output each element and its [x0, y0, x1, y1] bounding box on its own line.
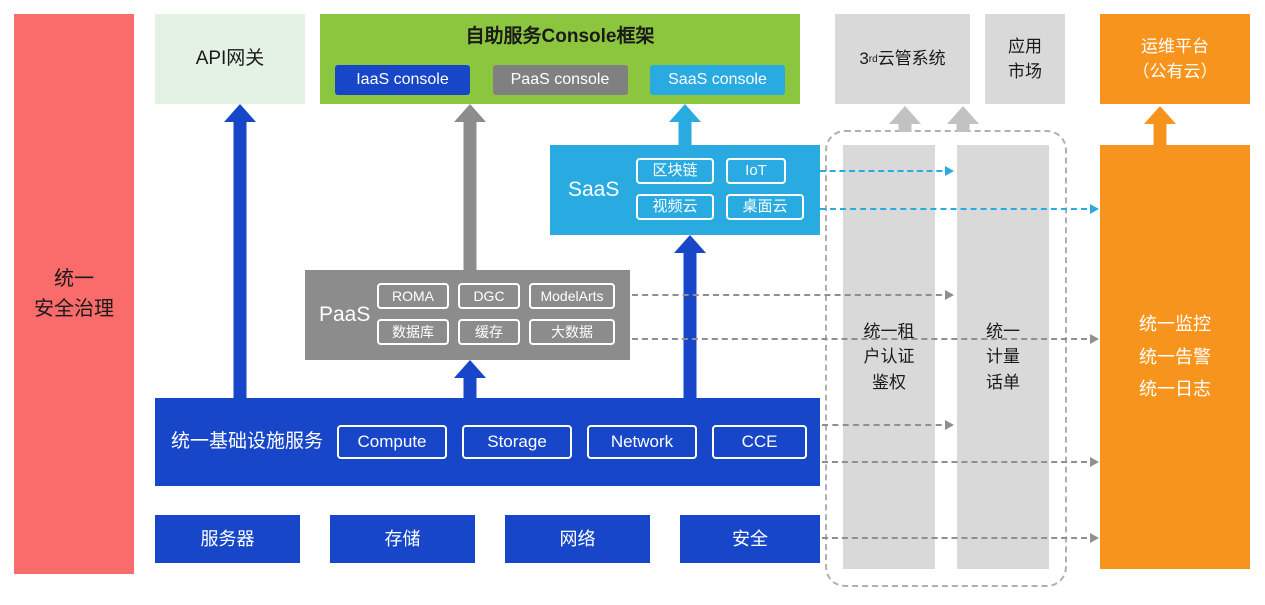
infra-service-compute: Compute — [337, 425, 448, 459]
network-box: 网络 — [505, 515, 650, 563]
cloud-mgmt-prefix: 3 — [859, 49, 869, 69]
infra-service-cce: CCE — [712, 425, 808, 459]
arrow-saas-to-console — [668, 104, 702, 145]
paas-service-grid: ROMA DGC ModelArts 数据库 缓存 大数据 — [377, 283, 615, 345]
paas-row-1: ROMA DGC ModelArts — [377, 283, 615, 309]
console-frame-title: 自助服务Console框架 — [465, 26, 655, 47]
paas-service-cache: 缓存 — [458, 319, 520, 345]
dashed-arrow-paas-to-auth — [632, 290, 954, 300]
paas-box: PaaS ROMA DGC ModelArts 数据库 缓存 大数据 — [305, 270, 630, 360]
cloud-mgmt-sup: rd — [868, 53, 878, 65]
saas-row-1: 区块链 IoT — [636, 158, 804, 184]
cloud-mgmt-suffix: 云管系统 — [877, 49, 946, 69]
arrow-infra-to-paas — [453, 360, 487, 398]
arrow-infra-to-saas — [673, 235, 707, 398]
paas-service-dgc: DGC — [458, 283, 520, 309]
storage-box: 存储 — [330, 515, 475, 563]
saas-service-iot: IoT — [726, 158, 786, 184]
paas-console-button: PaaS console — [492, 65, 628, 95]
dashed-arrow-security-to-monitoring — [822, 533, 1099, 543]
integration-dashed-frame — [825, 130, 1067, 587]
saas-label: SaaS — [568, 178, 620, 202]
arrow-auth-to-cloud-mgmt — [888, 106, 922, 132]
paas-row-2: 数据库 缓存 大数据 — [377, 319, 615, 345]
saas-console-button: SaaS console — [650, 65, 785, 95]
infrastructure-box: 统一基础设施服务 Compute Storage Network CCE — [155, 398, 820, 486]
console-chip-row: IaaS console PaaS console SaaS console — [335, 65, 785, 95]
security-governance-bar: 统一 安全治理 — [14, 14, 134, 574]
paas-service-roma: ROMA — [377, 283, 449, 309]
monitoring-alarm-log-bar: 统一监控 统一告警 统一日志 — [1100, 145, 1250, 569]
saas-service-blockchain: 区块链 — [636, 158, 714, 184]
iaas-console-button: IaaS console — [335, 65, 470, 95]
console-frame-box: 自助服务Console框架 IaaS console PaaS console … — [320, 14, 800, 104]
arrow-infra-to-api-gateway — [223, 104, 257, 398]
arrow-paas-to-console — [453, 104, 487, 270]
arrow-metering-to-cloud-mgmt — [946, 106, 980, 132]
saas-box: SaaS 区块链 IoT 视频云 桌面云 — [550, 145, 820, 235]
infrastructure-label: 统一基础设施服务 — [171, 430, 324, 452]
paas-service-modelarts: ModelArts — [529, 283, 615, 309]
saas-row-2: 视频云 桌面云 — [636, 194, 804, 220]
saas-service-desktop-cloud: 桌面云 — [726, 194, 804, 220]
security-box: 安全 — [680, 515, 820, 563]
infra-service-storage: Storage — [462, 425, 573, 459]
saas-service-grid: 区块链 IoT 视频云 桌面云 — [636, 158, 804, 220]
infra-service-network: Network — [587, 425, 698, 459]
dashed-arrow-paas-to-monitoring — [632, 334, 1099, 344]
arrow-monitoring-to-ops-platform — [1143, 106, 1177, 145]
paas-service-bigdata: 大数据 — [529, 319, 615, 345]
paas-label: PaaS — [319, 303, 371, 327]
infrastructure-service-row: Compute Storage Network CCE — [337, 425, 808, 459]
app-market-box: 应用 市场 — [985, 14, 1065, 104]
ops-platform-box: 运维平台 （公有云） — [1100, 14, 1250, 104]
saas-service-video-cloud: 视频云 — [636, 194, 714, 220]
paas-service-database: 数据库 — [377, 319, 449, 345]
metering-billing-bar: 统一 计量 话单 — [957, 145, 1049, 569]
tenant-auth-bar: 统一租 户认证 鉴权 — [843, 145, 935, 569]
dashed-arrow-saas-to-auth — [820, 166, 954, 176]
dashed-arrow-infra-to-auth — [822, 420, 954, 430]
dashed-arrow-saas-to-monitoring — [820, 204, 1099, 214]
dashed-arrow-infra-to-monitoring — [822, 457, 1099, 467]
api-gateway-box: API网关 — [155, 14, 305, 104]
server-box: 服务器 — [155, 515, 300, 563]
